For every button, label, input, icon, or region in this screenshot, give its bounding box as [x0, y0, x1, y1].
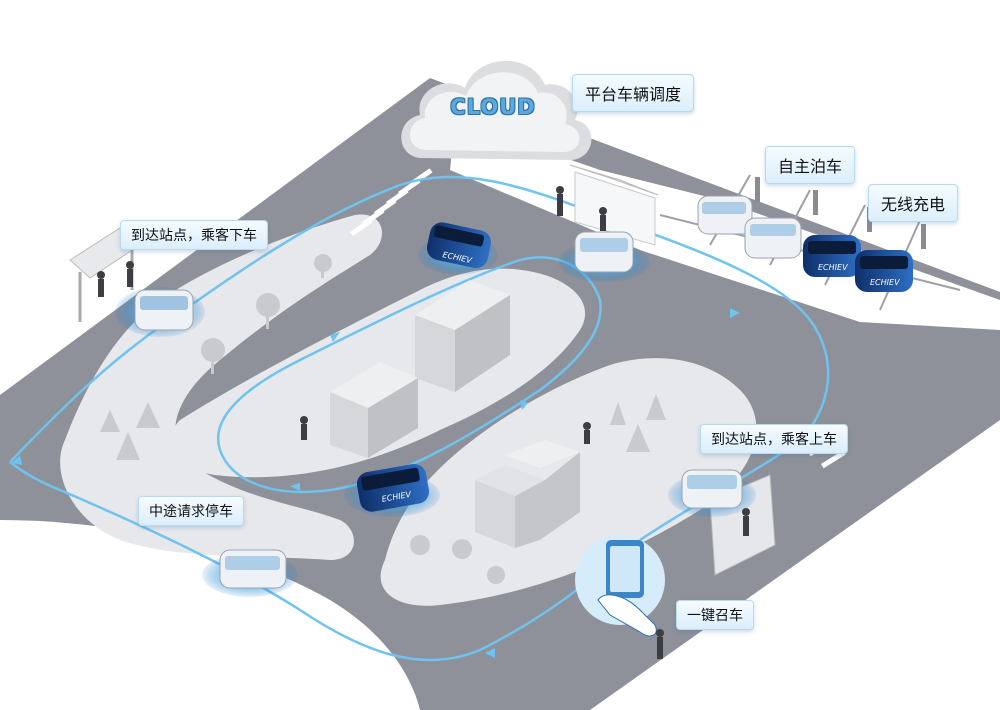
building-left [330, 362, 418, 458]
bus-parked-3: ECHIEV [803, 235, 861, 277]
building-office [475, 440, 580, 548]
brand-logo: ECHIEV [870, 278, 900, 287]
bus-white-top [574, 231, 634, 273]
bus-midway [219, 549, 287, 589]
label-arrive-pickup: 到达站点，乘客上车 [700, 424, 848, 454]
phone-icon [597, 540, 657, 637]
pedestrians [97, 186, 750, 659]
bus-parked-4: ECHIEV [855, 250, 913, 292]
label-midway-stop: 中途请求停车 [138, 496, 244, 526]
trees [100, 254, 666, 584]
cloud-icon [401, 60, 592, 161]
brand-logo: ECHIEV [818, 263, 848, 272]
building-tall [415, 280, 510, 392]
label-one-key-call: 一键召车 [676, 600, 754, 630]
bus-parked-1 [697, 195, 753, 235]
label-arrive-dropoff: 到达站点，乘客下车 [120, 220, 268, 250]
label-dispatch: 平台车辆调度 [572, 74, 695, 112]
bus-dropoff [134, 289, 194, 331]
bus-blue-center: ECHIEV [356, 463, 430, 512]
label-wireless-charge: 无线充电 [868, 184, 959, 222]
bus-parked-2 [744, 217, 802, 259]
bus-pickup [681, 469, 743, 509]
label-auto-park: 自主泊车 [765, 146, 856, 184]
bus-shelter-top [569, 164, 659, 246]
cloud-label: CLOUD [450, 95, 536, 119]
bus-blue-top: ECHIEV [426, 222, 492, 269]
